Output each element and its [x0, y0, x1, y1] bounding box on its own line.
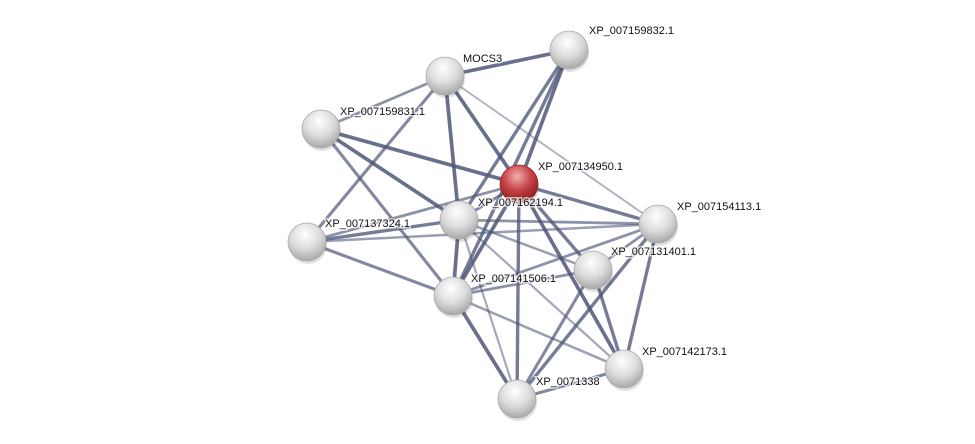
node[interactable]: XP_007159832.1	[549, 24, 676, 72]
edge[interactable]	[305, 75, 447, 243]
edge[interactable]	[518, 182, 659, 226]
node-sphere[interactable]	[301, 109, 341, 149]
node[interactable]: MOCS3	[425, 52, 504, 98]
edge[interactable]	[622, 223, 660, 370]
edge[interactable]	[444, 75, 659, 225]
edge[interactable]	[452, 222, 659, 298]
edge[interactable]	[306, 222, 659, 244]
node[interactable]: XP_007159831.1	[301, 105, 427, 151]
edge[interactable]	[320, 74, 446, 131]
edge[interactable]	[451, 295, 519, 400]
node-sphere[interactable]	[425, 56, 465, 96]
edge[interactable]	[306, 218, 460, 244]
node[interactable]: XP_007162194.1	[439, 196, 565, 242]
edge[interactable]	[444, 48, 570, 78]
edge[interactable]	[515, 222, 660, 401]
node-label: XP_007154113.1	[677, 201, 761, 213]
edge[interactable]	[515, 269, 595, 400]
query-node-sphere[interactable]	[499, 164, 539, 204]
node-label: XP_007162194.1	[478, 197, 563, 209]
edge[interactable]	[320, 127, 520, 186]
node-sphere[interactable]	[497, 379, 537, 419]
node[interactable]: XP_007142173.1	[604, 345, 729, 391]
node[interactable]: XP_007134950.1	[499, 160, 625, 206]
edge[interactable]	[443, 74, 521, 186]
node-sphere[interactable]	[638, 204, 678, 244]
node-sphere[interactable]	[439, 200, 479, 240]
node-label: MOCS3	[463, 53, 502, 65]
node[interactable]: XP_007154113.1	[638, 200, 763, 246]
node-sphere[interactable]	[549, 30, 589, 70]
node-label: XP_007137324.1	[325, 218, 410, 230]
edge[interactable]	[452, 268, 594, 298]
edge[interactable]	[451, 183, 521, 297]
node[interactable]: XP_007137324.1	[287, 217, 412, 264]
node-label: XP_007131401.1	[611, 246, 696, 258]
node-label: XP_007134950.1	[538, 161, 623, 173]
edge[interactable]	[452, 294, 625, 371]
node-sphere[interactable]	[573, 250, 613, 290]
edge[interactable]	[319, 127, 461, 222]
edge[interactable]	[458, 219, 625, 370]
node[interactable]: XP_0071338	[497, 375, 601, 421]
node[interactable]: XP_007141506.1	[433, 272, 558, 318]
edge[interactable]	[517, 183, 626, 370]
node-label: XP_007141506.1	[471, 273, 556, 285]
node-sphere[interactable]	[287, 222, 327, 262]
edge[interactable]	[443, 75, 461, 221]
edge[interactable]	[306, 240, 454, 298]
edge[interactable]	[458, 218, 594, 272]
edge[interactable]	[457, 219, 519, 400]
edge[interactable]	[457, 49, 571, 221]
node-label: XP_007159831.1	[340, 106, 425, 118]
edge[interactable]	[319, 128, 455, 297]
node-label: XP_007159832.1	[589, 25, 674, 37]
edge[interactable]	[517, 49, 571, 185]
node[interactable]: XP_007131401.1	[573, 245, 698, 292]
edge[interactable]	[515, 183, 521, 400]
edge[interactable]	[458, 218, 659, 226]
node-label: XP_0071338	[536, 376, 600, 388]
node-label: XP_007142173.1	[642, 346, 727, 358]
node-sphere[interactable]	[433, 276, 473, 316]
node-sphere[interactable]	[604, 349, 644, 389]
edge[interactable]	[306, 182, 520, 244]
